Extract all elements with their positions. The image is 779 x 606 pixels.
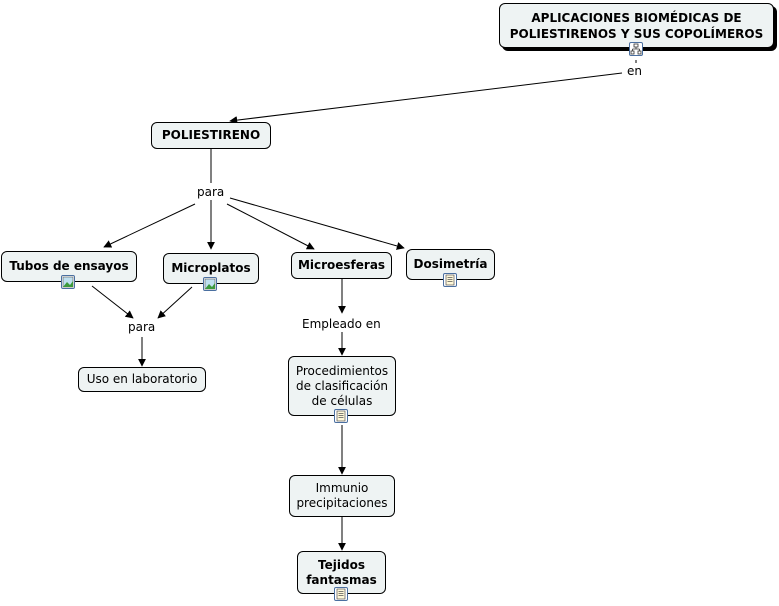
document-icon[interactable] <box>334 587 348 601</box>
title-node[interactable]: APLICACIONES BIOMÉDICAS DE POLIESTIRENOS… <box>499 3 774 48</box>
tubos-node[interactable]: Tubos de ensayos <box>1 251 137 282</box>
link-label-para: para <box>125 319 159 335</box>
link-label-en: en <box>624 63 645 79</box>
immunio-node[interactable]: Immunio precipitaciones <box>289 475 395 517</box>
image-icon[interactable] <box>203 277 217 291</box>
edge-para-dosimetria <box>229 197 405 250</box>
uso-laboratorio-label: Uso en laboratorio <box>86 372 198 386</box>
tejidos-label: Tejidos fantasmas <box>306 557 377 587</box>
microplatos-label: Microplatos <box>171 261 251 275</box>
edge-microplatos-para <box>157 286 193 319</box>
tubos-label: Tubos de ensayos <box>9 259 129 273</box>
procedimientos-label: Procedimientos de clasificación de célul… <box>295 363 389 408</box>
document-icon[interactable] <box>443 273 457 287</box>
edge-tubos-para <box>91 285 134 319</box>
link-label-para: para <box>194 184 228 200</box>
edge-en-poliestireno <box>229 72 623 125</box>
link-label-empleado-en: Empleado en <box>299 316 384 332</box>
immunio-label: Immunio precipitaciones <box>296 481 388 510</box>
edge-para-tubos <box>103 203 196 248</box>
edge-para-microesferas <box>226 203 315 250</box>
document-icon[interactable] <box>334 409 348 423</box>
image-icon[interactable] <box>61 275 75 289</box>
poliestireno-label: POLIESTIRENO <box>161 128 261 142</box>
microesferas-node[interactable]: Microesferas <box>291 252 392 279</box>
uso-laboratorio-node[interactable]: Uso en laboratorio <box>78 367 206 392</box>
microesferas-label: Microesferas <box>297 258 386 272</box>
poliestireno-node[interactable]: POLIESTIRENO <box>151 122 271 149</box>
concept-map-icon[interactable] <box>629 42 643 56</box>
title-label: APLICACIONES BIOMÉDICAS DE POLIESTIRENOS… <box>509 10 764 41</box>
dosimetria-label: Dosimetría <box>413 257 488 271</box>
procedimientos-node[interactable]: Procedimientos de clasificación de célul… <box>288 356 396 416</box>
